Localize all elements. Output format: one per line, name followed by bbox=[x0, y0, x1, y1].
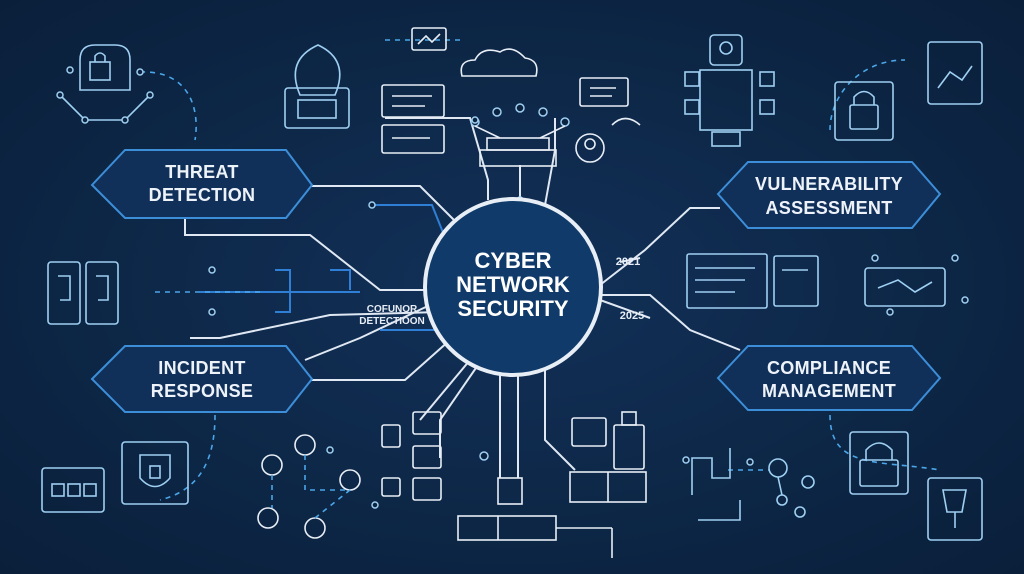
minor-label-line2: DETECTIOON bbox=[359, 316, 425, 327]
network-devices-icon bbox=[864, 254, 969, 316]
threat-detection-line1: THREAT bbox=[165, 162, 238, 182]
center-title-line3: SECURITY bbox=[457, 296, 569, 321]
cloud-icon bbox=[411, 27, 538, 77]
minor-label-line1: COFUNOR bbox=[367, 304, 418, 315]
user-network-icon bbox=[684, 34, 775, 147]
node-threat-detection: THREAT DETECTION bbox=[90, 149, 314, 219]
user-network-bottom-icon bbox=[257, 434, 379, 539]
incident-response-line1: INCIDENT bbox=[158, 358, 245, 378]
network-chart-icon bbox=[682, 448, 815, 521]
document-icon-left bbox=[381, 84, 445, 154]
shield-badge-icon bbox=[121, 441, 189, 505]
signal-device-icon bbox=[47, 261, 119, 325]
vulnerability-line1: VULNERABILITY bbox=[755, 174, 903, 194]
device-stack-icon bbox=[381, 411, 442, 501]
node-vulnerability-assessment: VULNERABILITY ASSESSMENT bbox=[716, 161, 942, 229]
year-upper: 2021 bbox=[616, 256, 640, 268]
incident-response-line2: RESPONSE bbox=[151, 381, 253, 401]
keypad-icon bbox=[41, 467, 105, 513]
minor-detection-label: COFUNOR DETECTIOON bbox=[359, 304, 425, 327]
server-box-icon bbox=[457, 451, 613, 558]
vulnerability-line2: ASSESSMENT bbox=[765, 198, 892, 218]
center-title-line2: NETWORK bbox=[456, 272, 570, 297]
user-doc-icon bbox=[575, 77, 641, 163]
node-incident-response: INCIDENT RESPONSE bbox=[90, 345, 314, 413]
center-title-line1: CYBER bbox=[474, 248, 551, 273]
padlock-icon-top-right bbox=[834, 41, 983, 141]
compliance-line2: MANAGEMENT bbox=[762, 381, 896, 401]
dashboard-window-icon bbox=[686, 253, 819, 309]
padlock-icon-bottom-right bbox=[849, 431, 983, 541]
node-compliance-management: COMPLIANCE MANAGEMENT bbox=[716, 345, 942, 411]
year-lower: 2025 bbox=[620, 310, 644, 322]
network-lock-icon bbox=[56, 44, 154, 124]
center-hub: CYBER NETWORK SECURITY bbox=[423, 197, 603, 377]
shield-monitor-icon bbox=[284, 44, 350, 129]
compliance-line1: COMPLIANCE bbox=[767, 358, 891, 378]
threat-detection-line2: DETECTION bbox=[149, 185, 256, 205]
computer-terminal-icon bbox=[569, 411, 647, 503]
connector-lines bbox=[184, 117, 741, 478]
